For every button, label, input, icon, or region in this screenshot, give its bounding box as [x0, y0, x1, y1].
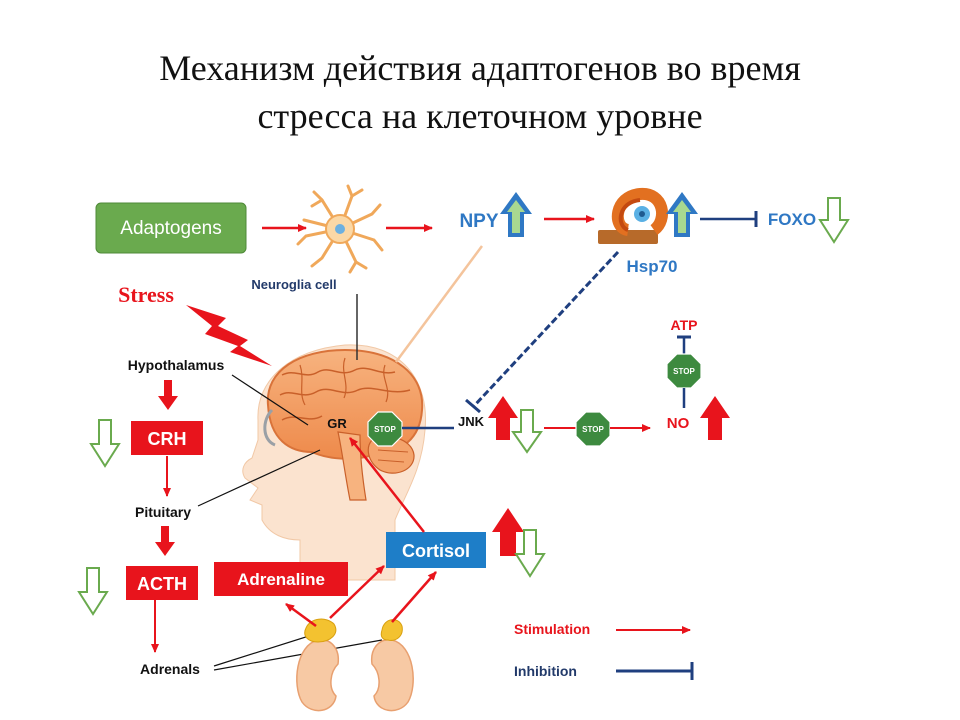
adaptogens-box [95, 202, 247, 254]
cortisol-box [386, 532, 486, 568]
acth-box [126, 566, 198, 600]
pituitary-label: Pituitary [135, 504, 191, 520]
hsp70-label: Hsp70 [626, 257, 677, 276]
jnk-label: JNK [458, 414, 485, 429]
acth-label: ACTH [137, 574, 187, 594]
hypothalamus-to-crh-arrow [158, 380, 178, 410]
gr-stop-sign [367, 411, 403, 447]
hsp70-up-arrow-inner [673, 200, 691, 233]
neuroglia-label: Neuroglia cell [251, 277, 336, 292]
foxo-label: FOXO [768, 210, 816, 229]
legend-stimulation-label: Stimulation [514, 621, 590, 637]
title-line-2: стресса на клеточном уровне [257, 96, 703, 136]
adrenal-left-to-cortisol-arrow [329, 565, 385, 619]
crh-down-arrow [89, 419, 121, 468]
no-label: NO [667, 415, 690, 432]
jnk-stop-sign [575, 411, 611, 447]
adrenals-label: Adrenals [140, 661, 200, 677]
slide-title: Механизм действия адаптогенов во время с… [0, 44, 960, 140]
adrenaline-label: Adrenaline [237, 570, 325, 589]
gr-stop-text: STOP [374, 425, 396, 434]
hypothalamus-pointer-line [231, 374, 309, 426]
crh-label: CRH [148, 429, 187, 449]
pituitary-pointer-line [197, 449, 321, 507]
stress-lightning-icon [186, 305, 272, 366]
hsp70-jnk-inhibition-bar [465, 398, 481, 414]
jnk-down-arrow [511, 409, 543, 454]
jnk-stop-text: STOP [582, 425, 604, 434]
legend-inhibition-label: Inhibition [514, 663, 577, 679]
gr-label: GR [327, 416, 347, 431]
adrenals-pointer-line-1 [213, 634, 313, 667]
hsp70-chaperone-icon [598, 188, 668, 244]
jnk-up-arrow [488, 396, 518, 440]
adrenaline-box [214, 562, 348, 596]
adrenals-pointer-line-2 [213, 639, 383, 671]
neuroglia-nucleus [335, 224, 345, 234]
kidney-right [370, 619, 414, 712]
npy-label: NPY [459, 211, 498, 232]
adrenal-to-adrenaline-arrow [285, 602, 317, 628]
cortisol-to-gr-arrow [349, 437, 425, 533]
acth-down-arrow [77, 567, 109, 616]
npy-to-brain-line [394, 245, 484, 363]
hsp70-jnk-inhibition [472, 250, 620, 408]
adaptogens-label: Adaptogens [120, 218, 221, 239]
adrenal-right-to-cortisol-arrow [391, 571, 437, 623]
npy-up-arrow-inner [507, 200, 525, 233]
cortisol-down-arrow [514, 529, 546, 578]
cortisol-up-arrow [492, 508, 524, 556]
hypothalamus-label: Hypothalamus [128, 357, 225, 373]
crh-box [131, 421, 203, 455]
cortisol-label: Cortisol [402, 541, 470, 561]
kidney-left [296, 618, 340, 712]
stress-label: Stress [118, 282, 174, 307]
no-up-arrow [700, 396, 730, 440]
pituitary-to-acth-arrow [155, 526, 175, 556]
atp-stop-text: STOP [673, 367, 695, 376]
foxo-down-arrow [818, 197, 850, 244]
atp-stop-sign [666, 353, 702, 389]
atp-label: ATP [671, 317, 698, 333]
title-line-1: Механизм действия адаптогенов во время [159, 48, 801, 88]
